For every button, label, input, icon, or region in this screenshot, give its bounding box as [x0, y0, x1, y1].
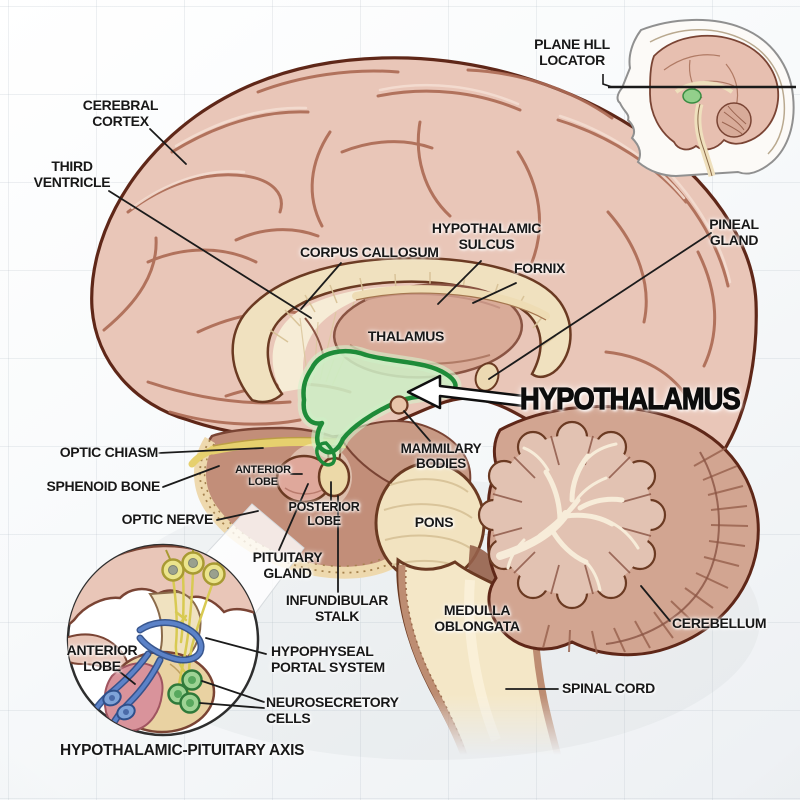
label-corpus-callosum: CORPUS CALLOSUM — [300, 244, 439, 260]
neuron-somas — [161, 545, 226, 586]
leader-neurosecretory-2 — [199, 702, 265, 709]
leader-hypothalamic-sulcus — [437, 260, 482, 305]
hypothalamus-highlight — [297, 345, 462, 467]
leader-fornix — [472, 282, 517, 304]
label-thalamus: THALAMUS — [367, 328, 445, 344]
label-optic-nerve: OPTIC NERVE — [121, 511, 214, 527]
leader-cerebral-cortex — [149, 128, 187, 165]
label-plane-locator: PLANE HLL LOCATOR — [534, 36, 610, 68]
leader-optic-chiasm — [158, 447, 264, 454]
label-infundibular-stalk: INFUNDIBULAR STALK — [285, 592, 389, 624]
green-cells — [167, 669, 203, 714]
label-pituitary-gland: PITUITARY GLAND — [252, 549, 323, 581]
leader-pituitary — [278, 483, 309, 551]
label-cerebellum: CEREBELLUM — [672, 615, 767, 631]
leader-cerebellum — [640, 585, 671, 622]
label-pineal-gland: PINEAL GLAND — [709, 216, 759, 248]
leader-third-ventricle — [108, 190, 312, 319]
leader-mammillary — [403, 410, 431, 442]
blue-cells — [102, 689, 136, 721]
leader-neurosecretory-1 — [201, 680, 265, 703]
label-pons: PONS — [414, 514, 454, 530]
label-optic-chiasm: OPTIC CHIASM — [59, 444, 159, 460]
label-hypophyseal-portal-system: HYPOPHYSEAL PORTAL SYSTEM — [271, 643, 385, 675]
leader-sphenoid — [162, 465, 220, 488]
mammillary-body — [389, 395, 409, 415]
label-inset-anterior-lobe: ANTERIOR LOBE — [66, 642, 138, 674]
label-third-ventricle: THIRD VENTRICLE — [33, 158, 111, 190]
label-hypothalamic-sulcus: HYPOTHALAMIC SULCUS — [431, 220, 542, 252]
leader-pineal — [488, 232, 712, 380]
hypothalamus-arrow — [406, 374, 526, 410]
label-cerebral-cortex: CEREBRAL CORTEX — [82, 97, 159, 129]
leader-optic-nerve — [216, 510, 259, 521]
leader-lines — [108, 128, 712, 709]
caption-hypothalamic-pituitary-axis: HYPOTHALAMIC-PITUITARY AXIS — [60, 742, 305, 759]
label-posterior-lobe: POSTERIOR LOBE — [288, 500, 360, 528]
label-neurosecretory-cells: NEUROSECRETORY CELLS — [266, 694, 399, 726]
inset-hypothalamic-pituitary-axis — [66, 543, 260, 737]
leader-inset-anterior — [114, 667, 136, 685]
label-fornix: FORNIX — [514, 260, 566, 276]
cerebellum-shape — [477, 405, 760, 657]
fornix-band — [352, 285, 550, 321]
label-anterior-lobe: ANTERIOR LOBE — [235, 464, 291, 489]
label-sphenoid-bone: SPHENOID BONE — [46, 478, 160, 494]
title-hypothalamus: HYPOTHALAMUS — [519, 381, 741, 416]
label-mammillary-bodies: MAMMILARY BODIES — [400, 441, 482, 472]
label-spinal-cord: SPINAL CORD — [562, 680, 655, 696]
leader-corpus-callosum — [300, 262, 342, 310]
locator-connector — [602, 74, 613, 88]
head-locator — [602, 18, 796, 178]
label-medulla-oblongata: MEDULLA OBLONGATA — [434, 602, 520, 634]
leader-hypophyseal — [205, 637, 267, 655]
